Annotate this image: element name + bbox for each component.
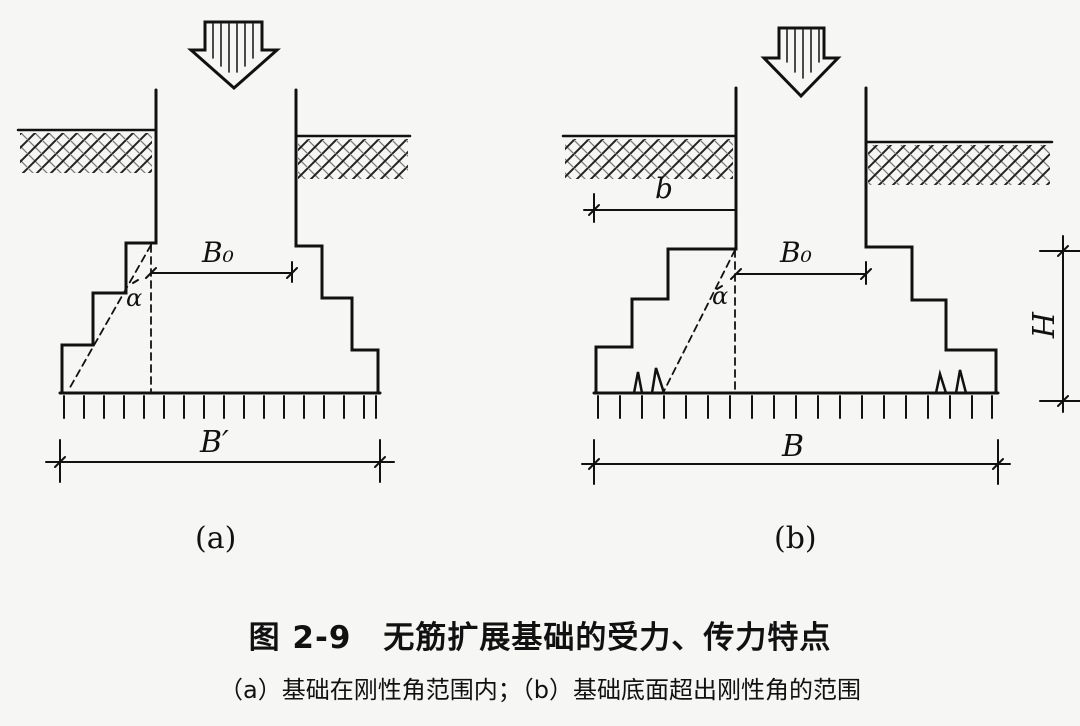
- panel-a: [16, 20, 412, 483]
- dimension-h: [1039, 235, 1080, 413]
- label-alpha-a: α: [126, 284, 142, 312]
- ground-surface-left-a: [16, 128, 158, 173]
- dimension-b-bottom: [581, 439, 1011, 485]
- figure-title: 图 2-9 无筋扩展基础的受力、传力特点: [248, 620, 832, 656]
- dimension-bprime-a: [45, 439, 395, 483]
- crack-right-b: [934, 369, 968, 395]
- dimension-b0-a: [145, 261, 298, 283]
- label-alpha-b: α: [712, 282, 728, 310]
- panel-label-b: (b): [774, 521, 817, 556]
- crack-left-b: [632, 367, 666, 395]
- panel-b: [561, 26, 1080, 485]
- right-angle-mark-b: [716, 285, 723, 290]
- dimension-b0-b: [730, 261, 872, 285]
- soil-reaction-ticks-a: [63, 395, 377, 419]
- panel-label-a: (a): [195, 521, 236, 556]
- rigid-angle-line-b: [663, 249, 736, 392]
- right-angle-mark-a: [132, 279, 139, 284]
- soil-reaction-ticks-b: [597, 395, 993, 419]
- label-bprime-a: B′: [199, 425, 229, 460]
- load-arrow-b: [760, 26, 842, 99]
- label-h: H: [1024, 311, 1059, 339]
- ground-surface-right-a: [294, 134, 412, 179]
- dimension-b-offset: [583, 193, 737, 223]
- rigid-angle-line-a: [67, 244, 152, 392]
- load-arrow-a: [187, 20, 281, 91]
- label-b-bottom: B: [781, 429, 804, 464]
- label-b0-a: B₀: [201, 236, 234, 269]
- ground-surface-left-b: [561, 134, 738, 179]
- label-b-offset: b: [655, 172, 673, 205]
- ground-surface-right-b: [864, 140, 1054, 185]
- figure-subtitle: （a）基础在刚性角范围内；（b）基础底面超出刚性角的范围: [219, 676, 861, 704]
- label-b0-b: B₀: [779, 236, 812, 269]
